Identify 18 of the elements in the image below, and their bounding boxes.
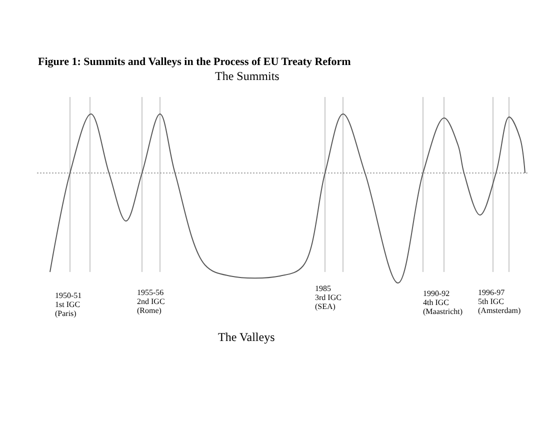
event-label: (Amsterdam) (478, 307, 521, 315)
heading-label: The Valleys (218, 331, 275, 343)
event-label: 1st IGC (55, 301, 80, 309)
heading-label: The Summits (215, 70, 280, 82)
event-label: (Paris) (55, 310, 76, 318)
event-label: 3rd IGC (315, 294, 342, 302)
event-label: 1990-92 (423, 290, 450, 298)
event-label: (Rome) (137, 307, 162, 315)
event-label: (Maastricht) (423, 308, 463, 316)
event-label: (SEA) (315, 303, 336, 311)
event-label: 1985 (315, 285, 331, 293)
event-label: 1996-97 (478, 289, 505, 297)
figure-title: Figure 1: Summits and Valleys in the Process of EU Treaty Reform (38, 57, 351, 68)
event-label: 1950-51 (55, 292, 82, 300)
event-label: 4th IGC (423, 299, 449, 307)
event-label: 5th IGC (478, 298, 504, 306)
event-label: 2nd IGC (137, 298, 165, 306)
event-label: 1955-56 (137, 289, 164, 297)
